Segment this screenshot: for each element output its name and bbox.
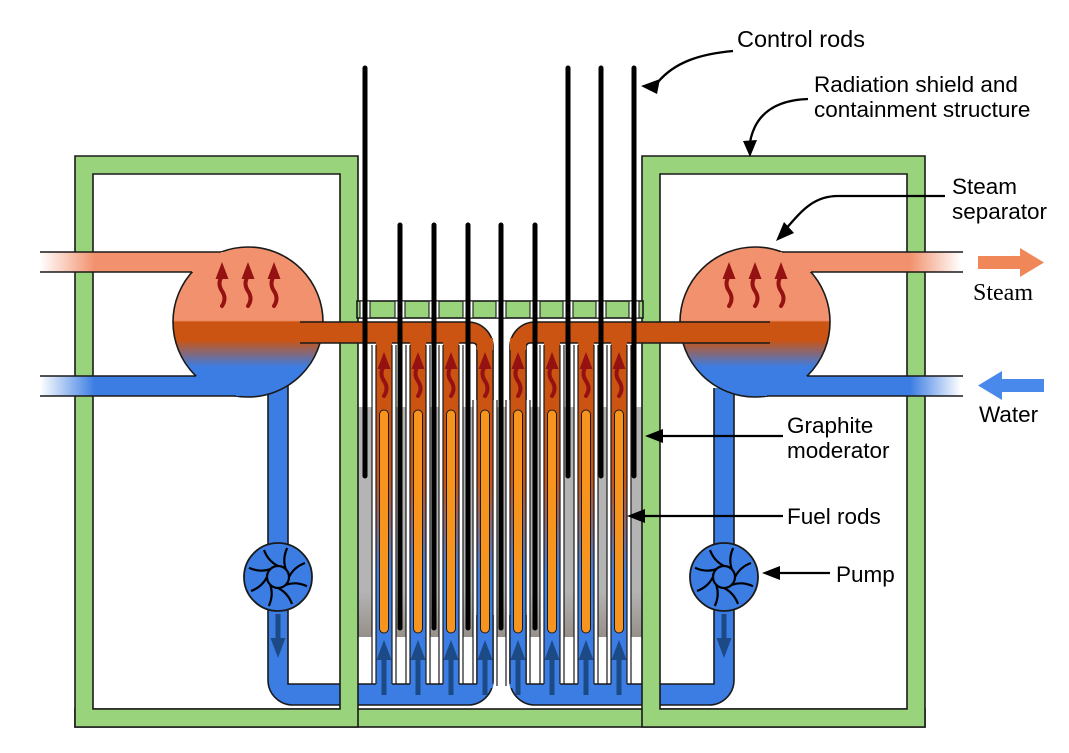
label-steam-flow: Steam: [973, 280, 1033, 306]
control-rods-inserted: [397, 222, 538, 631]
control-rods-withdrawn: [362, 65, 637, 479]
label-graphite-moderator-line2: moderator: [787, 438, 890, 463]
label-fuel-rods: Fuel rods: [787, 504, 881, 529]
leader-radiation-shield: [747, 97, 809, 151]
water-pipe-right: [755, 375, 963, 397]
pump-right: [689, 542, 759, 612]
label-steam-separator-line1: Steam: [952, 174, 1017, 199]
fuel-channels: [375, 338, 628, 688]
fuel-rods: [379, 409, 624, 634]
steam-pipe-left: [40, 251, 230, 273]
label-control-rods: Control rods: [737, 26, 865, 52]
containment-room-right: [641, 155, 926, 728]
water-in-arrow-icon: [978, 371, 1044, 400]
label-water-flow: Water: [979, 402, 1039, 427]
pump-impeller-icon: [694, 547, 754, 607]
label-pump: Pump: [836, 562, 895, 587]
label-leaders: [645, 49, 945, 575]
pump-left: [243, 542, 313, 612]
steam-pipe-right: [770, 251, 963, 273]
containment-room-left: [74, 155, 359, 728]
steam-out-arrow-icon: [978, 248, 1044, 277]
leader-steam-separator: [783, 194, 945, 232]
pump-impeller-icon: [248, 547, 308, 607]
label-steam-separator-line2: separator: [952, 199, 1048, 224]
label-radiation-shield-line2: containment structure: [814, 97, 1030, 122]
leader-control-rods: [657, 49, 734, 83]
water-pipe-left: [40, 375, 240, 397]
label-graphite-moderator-line1: Graphite: [787, 413, 873, 438]
label-arrowheads: [627, 79, 794, 580]
label-radiation-shield-line1: Radiation shield and: [814, 72, 1018, 97]
